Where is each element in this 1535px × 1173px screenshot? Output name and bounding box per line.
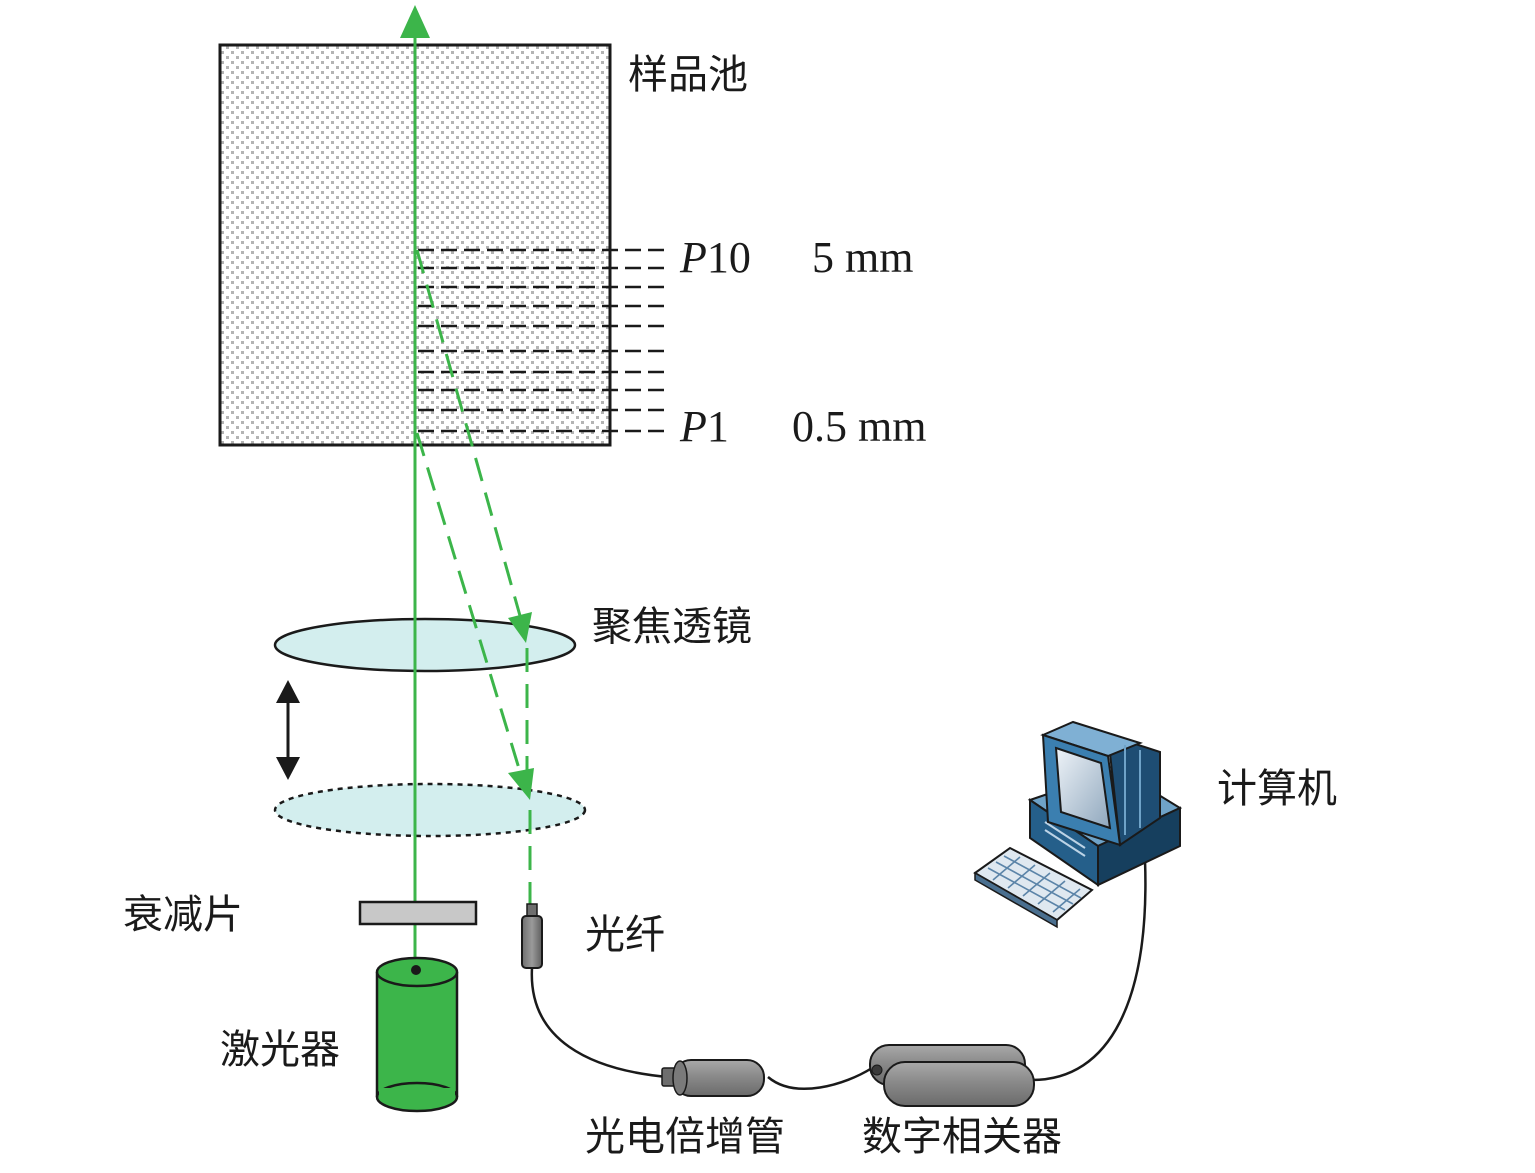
signal-cables <box>530 859 1147 1090</box>
position-p10-depth: 5 mm <box>812 233 913 282</box>
keyboard-icon <box>973 846 1094 929</box>
sample-cell-label: 样品池 <box>628 52 748 98</box>
computer-label: 计算机 <box>1217 766 1337 812</box>
position-p1-label: P1 <box>679 402 729 451</box>
pmt-label: 光电倍增管 <box>585 1114 785 1160</box>
laser-beam <box>400 5 430 968</box>
optical-fiber-label: 光纤 <box>585 912 665 958</box>
computer-icon <box>1027 720 1183 887</box>
position-p1-depth: 0.5 mm <box>792 402 926 451</box>
laser <box>375 956 459 1113</box>
measurement-position-lines <box>418 248 665 433</box>
correlator-label: 数字相关器 <box>862 1114 1062 1160</box>
up-down-arrow-icon <box>276 680 300 780</box>
laser-label: 激光器 <box>220 1027 340 1073</box>
scattered-light-beams <box>415 249 532 905</box>
attenuator <box>358 900 478 926</box>
digital-correlator <box>869 1044 1035 1107</box>
position-p10-label: P10 <box>679 233 751 282</box>
focus-lens-upper <box>273 617 577 673</box>
attenuator-label: 衰减片 <box>123 892 243 938</box>
optical-fiber <box>521 903 543 969</box>
scatter-arrow-head-upper <box>508 612 532 643</box>
focus-lens-label: 聚焦透镜 <box>592 604 752 650</box>
scatter-arrow-head-lower <box>508 768 534 800</box>
focus-lens-lower <box>273 782 587 838</box>
photomultiplier-tube <box>661 1059 765 1097</box>
